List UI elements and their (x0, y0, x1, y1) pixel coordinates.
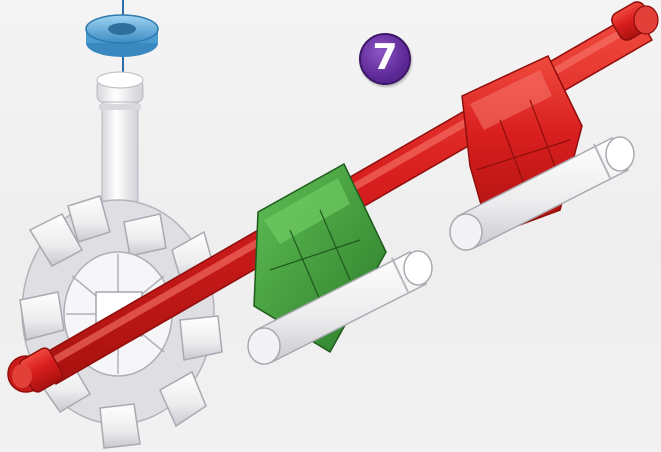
step-number: 7 (372, 40, 397, 76)
blue-spacer (86, 0, 158, 74)
step-number-badge: 7 (359, 33, 411, 85)
